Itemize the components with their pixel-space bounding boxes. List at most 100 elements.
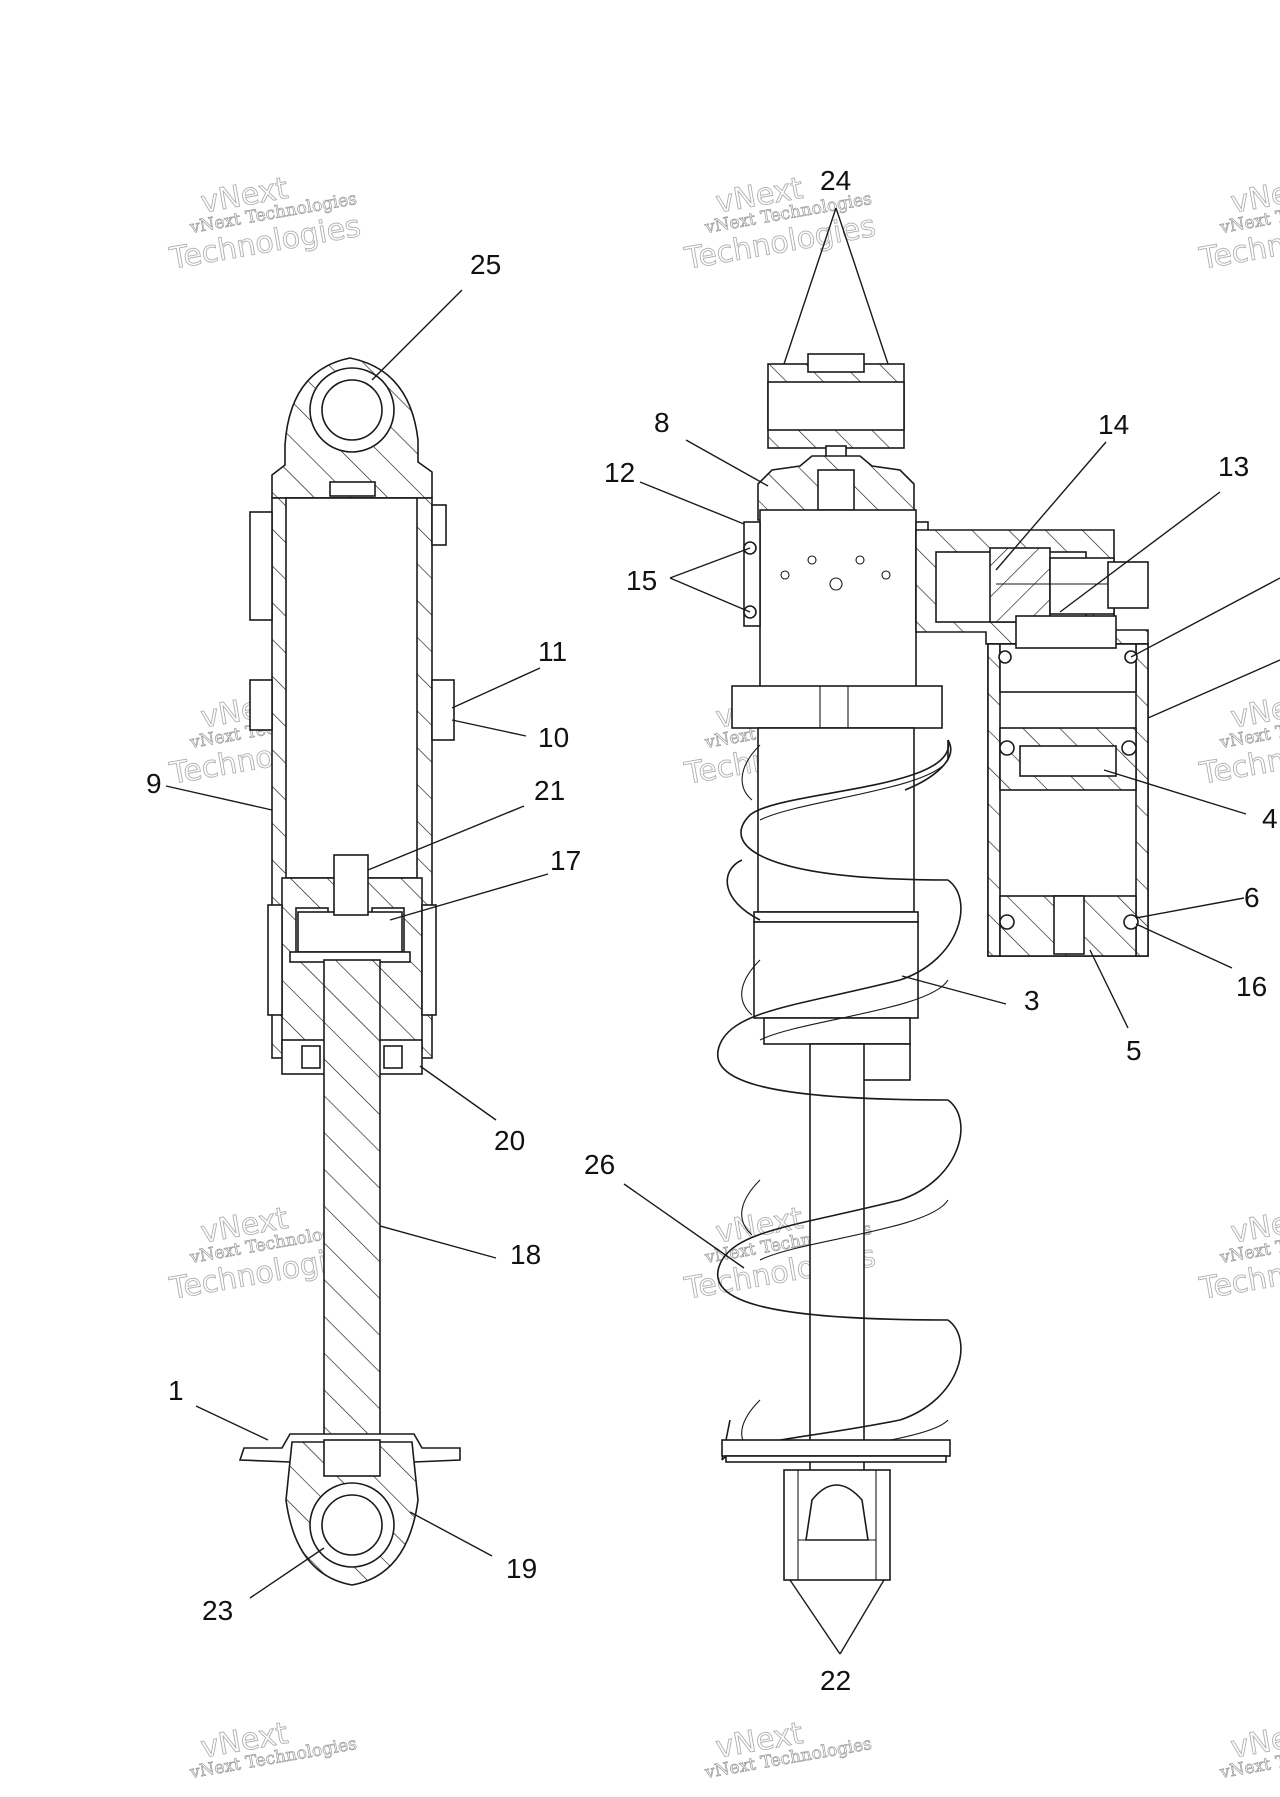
leader-right-top <box>1130 577 1280 658</box>
right-shaft <box>809 1043 865 1475</box>
lower-spring-seat <box>763 1017 911 1045</box>
leader-15b <box>669 577 751 613</box>
eyelet-bore-bottom <box>321 1494 383 1556</box>
body-port-1 <box>780 570 790 580</box>
callout-9: 9 <box>146 768 162 799</box>
leader-11 <box>451 667 541 709</box>
leader-13 <box>1059 491 1221 613</box>
reservoir-valve <box>1053 895 1085 955</box>
leader-right-mid <box>1147 659 1280 719</box>
shaft <box>323 959 381 1479</box>
reservoir-cap-step <box>1015 615 1117 649</box>
reservoir-wall-right <box>1135 643 1149 957</box>
bottom-mount-arch <box>805 1484 869 1541</box>
leader-24a <box>783 207 837 365</box>
body-port-5 <box>881 570 891 580</box>
body-clip-right <box>431 504 447 546</box>
damper-tube-band <box>753 911 919 923</box>
bottom-mount <box>783 1469 891 1581</box>
bottom-spring-retainer-lip <box>725 1455 947 1463</box>
bracket-10 <box>431 679 455 741</box>
callout-5: 5 <box>1126 1035 1142 1066</box>
watermark: vNext vNext Technologies Technologies <box>681 170 879 277</box>
watermark: vNext vNext Technologies Technologies <box>1196 170 1280 277</box>
callout-19: 19 <box>506 1553 537 1584</box>
right-shock-assembly <box>716 353 1149 1581</box>
leader-26 <box>623 1183 745 1269</box>
preload-collar <box>731 685 943 729</box>
damper-tube-lower <box>753 921 919 1019</box>
reservoir-oring-bot-r <box>1123 914 1139 930</box>
callout-3: 3 <box>1024 985 1040 1016</box>
leader-17 <box>389 873 549 921</box>
leader-23 <box>249 1547 325 1599</box>
callout-15: 15 <box>626 565 657 596</box>
leader-21 <box>367 805 525 871</box>
leader-10 <box>451 719 527 737</box>
watermark: vNext vNext Technologies <box>1217 1715 1280 1783</box>
callout-6: 6 <box>1244 882 1260 913</box>
watermark: vNext vNext Technologies Technologies <box>1196 685 1280 792</box>
cap-boss <box>329 481 376 497</box>
body-port-4 <box>855 555 865 565</box>
callout-22: 22 <box>820 1665 851 1696</box>
callout-17: 17 <box>550 845 581 876</box>
leader-lines <box>165 207 1280 1655</box>
leader-4 <box>1103 769 1247 815</box>
damper-tube <box>757 727 915 913</box>
leader-15a <box>669 547 751 579</box>
leader-8 <box>685 439 769 487</box>
callout-12: 12 <box>604 457 635 488</box>
reservoir-oring-bot-l <box>999 914 1015 930</box>
body-clip-mid <box>249 679 273 731</box>
callout-4: 4 <box>1262 803 1278 834</box>
body-collar-right <box>421 904 437 1016</box>
callout-20: 20 <box>494 1125 525 1156</box>
callout-16: 16 <box>1236 971 1267 1002</box>
cap-stud <box>817 469 855 511</box>
reservoir-oring-top-l <box>998 650 1012 664</box>
main-body <box>759 509 917 691</box>
body-collar-left <box>267 904 283 1016</box>
leader-3 <box>901 975 1007 1005</box>
callout-11: 11 <box>538 636 567 667</box>
leader-18 <box>379 1225 497 1259</box>
callout-26: 26 <box>584 1149 615 1180</box>
callout-23: 23 <box>202 1595 233 1626</box>
watermark: vNext vNext Technologies Technologies <box>166 170 364 277</box>
adjuster-tip <box>1107 561 1149 609</box>
callout-25: 25 <box>470 249 501 280</box>
leader-16 <box>1135 923 1233 969</box>
reservoir-wall-left <box>987 643 1001 957</box>
leader-14 <box>995 441 1107 571</box>
leader-24b <box>835 207 889 365</box>
leader-5 <box>1089 949 1129 1029</box>
eyelet-bore-top <box>321 379 383 441</box>
leader-25 <box>371 289 463 381</box>
body-port-3 <box>829 577 843 591</box>
watermark: vNext vNext Technologies Technologies <box>1196 1200 1280 1307</box>
reservoir-oring-mid-r <box>1121 740 1137 756</box>
adjuster-knob <box>1049 557 1115 615</box>
callout-1: 1 <box>168 1375 184 1406</box>
leader-22b <box>839 1579 885 1655</box>
callout-21: 21 <box>534 775 565 806</box>
floating-piston-core <box>1019 745 1117 777</box>
bottom-cap-pocket-l <box>301 1045 321 1069</box>
leader-1 <box>195 1405 269 1441</box>
piston <box>297 911 403 953</box>
watermark: vNext vNext Technologies <box>702 1715 873 1783</box>
leader-9 <box>165 785 273 811</box>
bottom-cap-pocket-r <box>383 1045 403 1069</box>
callout-14: 14 <box>1098 409 1129 440</box>
left-shock-cross-section <box>238 357 461 1586</box>
callout-8: 8 <box>654 407 670 438</box>
rod-top-stud <box>333 854 369 916</box>
bottom-spring-retainer <box>721 1439 951 1457</box>
reservoir-oring-mid-l <box>999 740 1015 756</box>
reservoir-cap <box>999 643 1137 693</box>
leader-20 <box>419 1065 497 1121</box>
callout-13: 13 <box>1218 451 1249 482</box>
